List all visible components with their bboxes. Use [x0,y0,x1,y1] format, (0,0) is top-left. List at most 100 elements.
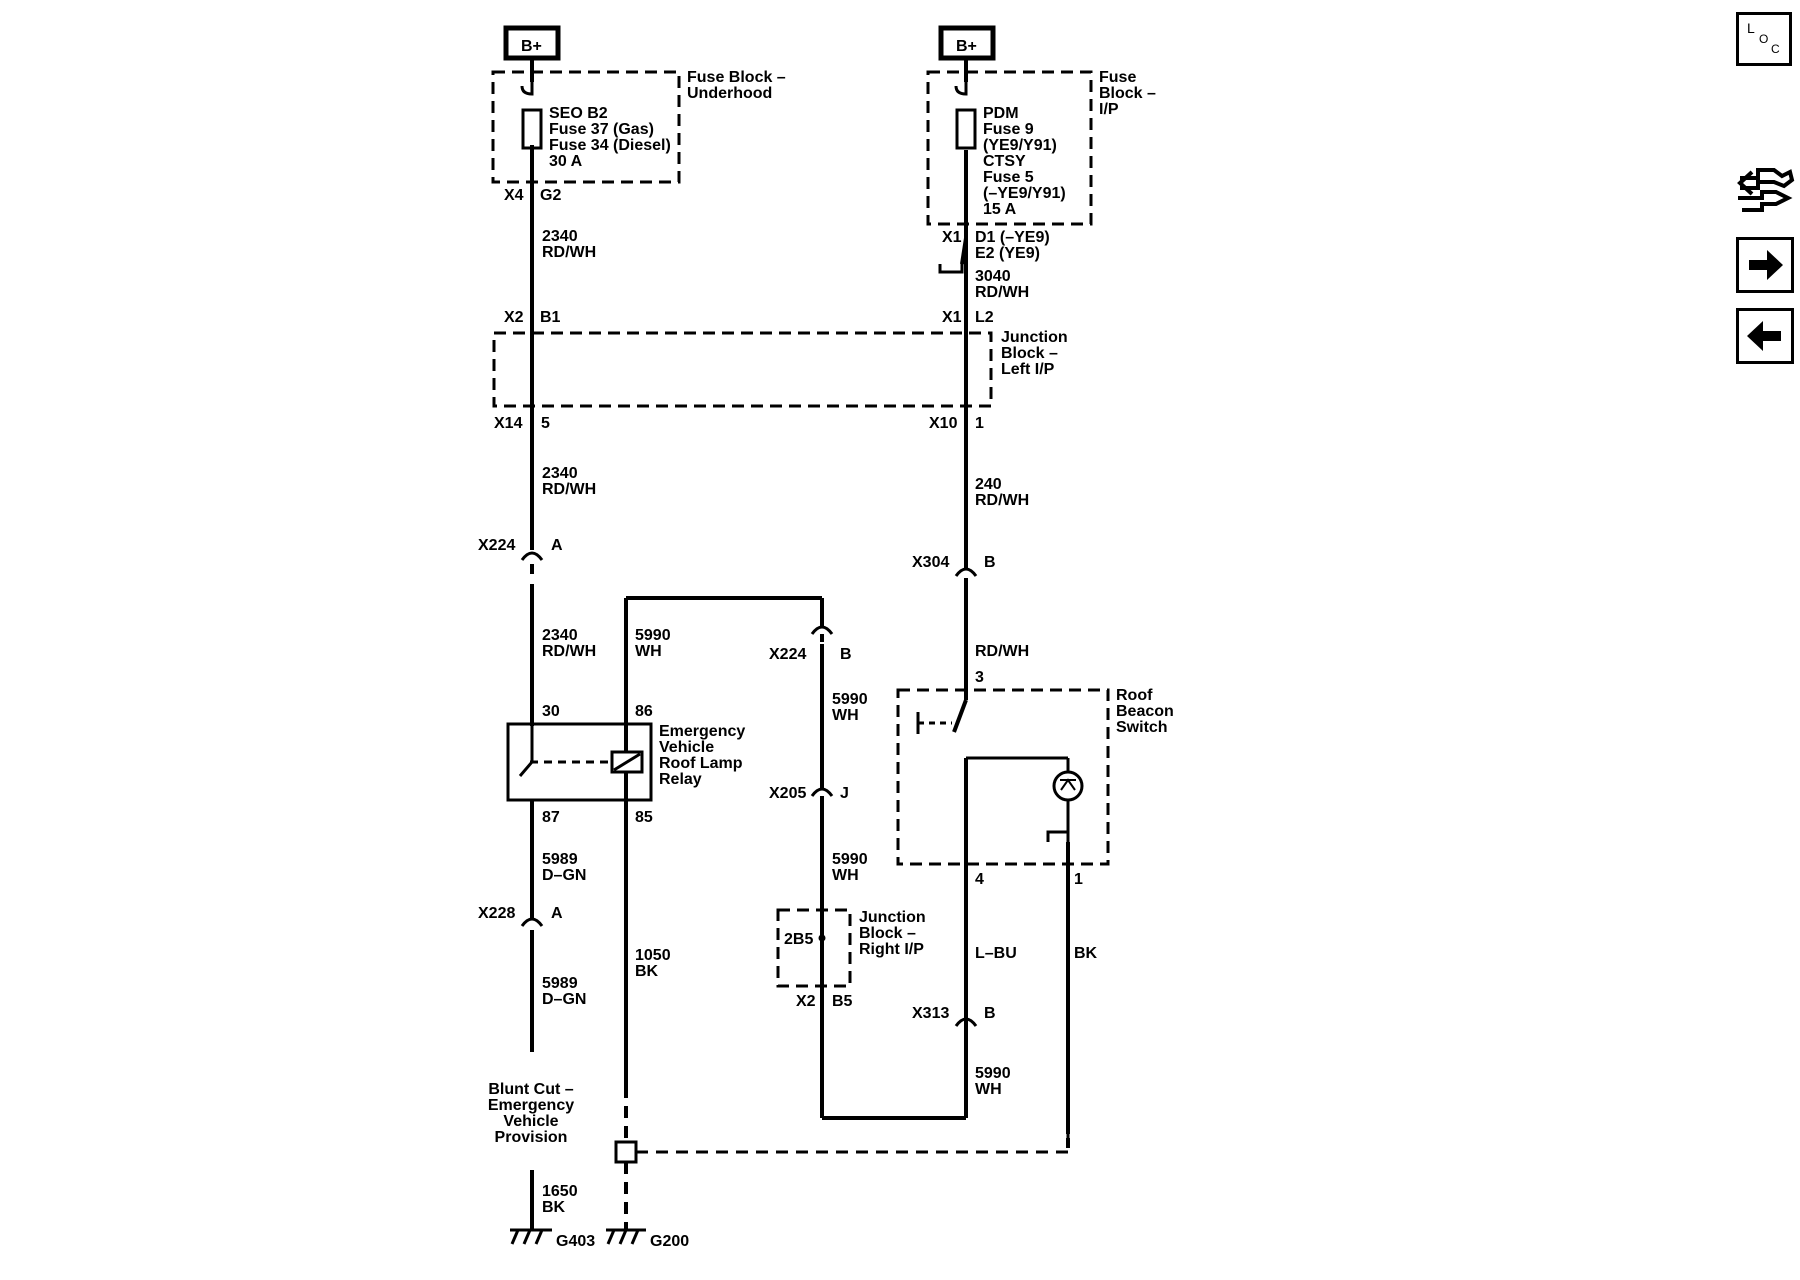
relay-title-4: Relay [659,771,702,788]
connector-end-view-button[interactable] [1732,158,1796,220]
wire-2340-b-color: RD/WH [542,481,596,498]
pin-e2: E2 (YE9) [975,245,1040,262]
switch-title-2: Beacon [1116,703,1174,720]
relay-switch-contact [518,726,534,777]
fuse-clip-left [520,82,534,96]
svg-text:C: C [1771,42,1780,56]
blunt-cut-line-2: Emergency [488,1097,574,1114]
b-plus-right: B+ [956,38,977,55]
junction-right-2b5: 2B5 [784,931,813,948]
wire-5990-c-num: 5990 [832,851,868,868]
wire-240-color: RD/WH [975,492,1029,509]
connector-x4: X4 [504,187,524,204]
junction-block-left-box [492,331,993,408]
location-icon: L O C [1747,20,1780,56]
connector-x1-jb: X1 [942,309,962,326]
switch-title-3: Switch [1116,719,1168,736]
pin-1-jb: 1 [975,415,984,432]
wire-2340-c-num: 2340 [542,627,578,644]
ground-g403-label: G403 [556,1233,595,1250]
back-button[interactable] [1736,308,1794,364]
blunt-cut-line-4: Provision [495,1129,568,1146]
relay-coil-wires [624,596,824,1086]
fuse-ip-line-4: CTSY [983,153,1026,170]
wire-1650-color: BK [542,1199,566,1216]
switch-pin-3: 3 [975,669,984,686]
pin-l2: L2 [975,309,994,326]
fuse-underhood-line-1: SEO B2 [549,105,608,122]
wire-5990-b-num: 5990 [832,691,868,708]
blunt-cut-line-1: Blunt Cut – [488,1081,573,1098]
fuse-underhood-line-4: 30 A [549,153,583,170]
fuse-ip-line-5: Fuse 5 [983,169,1034,186]
wire-5990-c-color: WH [832,867,859,884]
wire-5989-b-color: D–GN [542,991,586,1008]
fuse-symbol-left [521,108,543,150]
wire-5990-a-num: 5990 [635,627,671,644]
connector-x224-a: X224 [478,537,515,554]
fuse-ip-line-7: 15 A [983,201,1017,218]
connector-x313: X313 [912,1005,949,1022]
junction-right-title-1: Junction [859,909,926,926]
junction-left-title-3: Left I/P [1001,361,1055,378]
connector-x205: X205 [769,785,806,802]
right-feed-wire [952,58,968,733]
connector-swap-icon [1737,168,1795,212]
b-plus-left: B+ [521,38,542,55]
wire-3040-color: RD/WH [975,284,1029,301]
wire-3040-num: 3040 [975,268,1011,285]
location-button[interactable]: L O C [1736,12,1792,66]
connector-x228: X228 [478,905,515,922]
relay-pin-85: 85 [635,809,653,826]
connector-x228-pin: A [551,905,563,922]
relay-pin-87: 87 [542,809,560,826]
wire-1650-num: 1650 [542,1183,578,1200]
connector-x304-pin: B [984,554,996,571]
wire-5989-a-color: D–GN [542,867,586,884]
junction-block-right-box [776,908,852,988]
wire-lbu: L–BU [975,945,1017,962]
pin-g2: G2 [540,187,561,204]
junction-left-title-1: Junction [1001,329,1068,346]
junction-right-title-2: Block – [859,925,916,942]
pin-d1: D1 (–YE9) [975,229,1050,246]
fuse-clip-right [954,82,968,96]
wire-240-num: 240 [975,476,1002,493]
wire-5990-a-color: WH [635,643,662,660]
relay-title-2: Vehicle [659,739,714,756]
pin-b5: B5 [832,993,853,1010]
fuse-block-underhood-title-2: Underhood [687,85,772,102]
fuse-block-underhood-box [491,70,681,184]
blunt-cut-line-3: Vehicle [503,1113,558,1130]
relay-title-1: Emergency [659,723,745,740]
junction-right-title-3: Right I/P [859,941,924,958]
connector-x205-pin: J [840,785,849,802]
splice-box [614,1140,638,1164]
pin-5: 5 [541,415,550,432]
next-button[interactable] [1736,237,1794,293]
arrow-left-icon [1747,321,1781,351]
ground-g200-label: G200 [650,1233,689,1250]
connector-x14: X14 [494,415,523,432]
wire-5990-b-color: WH [832,707,859,724]
connector-x304: X304 [912,554,949,571]
switch-pin-4: 4 [975,871,984,888]
arrow-right-icon [1749,250,1783,280]
wire-2340-c-color: RD/WH [542,643,596,660]
ground-g200-icon [606,1228,646,1245]
wire-5990-d-num: 5990 [975,1065,1011,1082]
fuse-block-ip-title-3: I/P [1099,101,1119,118]
svg-text:L: L [1747,20,1755,36]
wire-2340-a-num: 2340 [542,228,578,245]
wire-2340-a-color: RD/WH [542,244,596,261]
wire-bk: BK [1074,945,1098,962]
connector-x313-pin: B [984,1005,996,1022]
connector-x10: X10 [929,415,958,432]
relay-pin-30: 30 [542,703,560,720]
pin-b1: B1 [540,309,561,326]
wire-5990-d-color: WH [975,1081,1002,1098]
wire-1050-num: 1050 [635,947,671,964]
roof-beacon-switch-box [896,688,1110,866]
connector-x224-b: X224 [769,646,806,663]
